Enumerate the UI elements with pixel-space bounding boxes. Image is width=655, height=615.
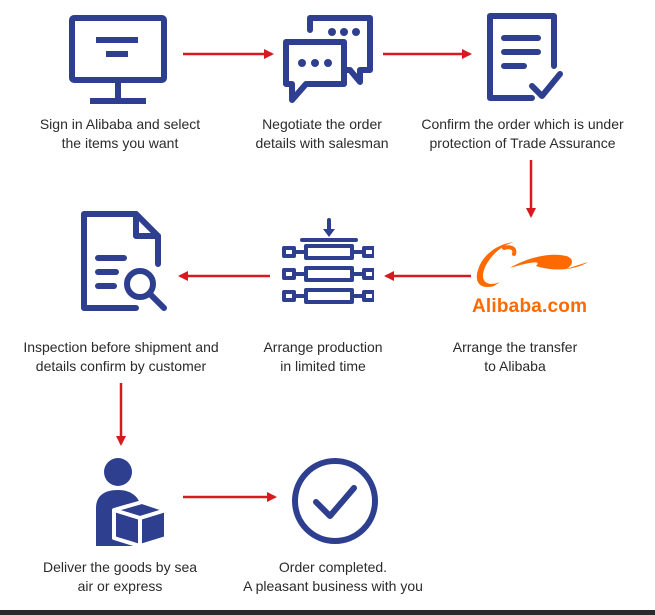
step-1-line-1: Sign in Alibaba and select [39, 116, 201, 132]
step-7-caption: Deliver the goods by sea air or express [25, 558, 215, 596]
alibaba-logo: Alibaba.com [470, 232, 600, 322]
step-5-line-1: Arrange production [263, 339, 383, 355]
alibaba-logo-text: Alibaba.com [472, 296, 588, 317]
step-2-caption: Negotiate the order details with salesma… [222, 115, 422, 153]
chat-bubbles-icon [283, 15, 373, 103]
production-line-icon [282, 218, 374, 304]
delivery-person-icon [96, 458, 168, 548]
monitor-icon [69, 15, 167, 104]
step-2-line-1: Negotiate the order [262, 116, 382, 132]
step-8-line-1: Order completed. [278, 559, 388, 575]
step-7-line-2: air or express [77, 578, 163, 594]
document-search-icon [81, 211, 167, 311]
step-6-line-2: details confirm by customer [35, 358, 207, 374]
document-check-icon [487, 13, 563, 101]
step-5-line-2: in limited time [280, 358, 366, 374]
step-6-line-1: Inspection before shipment and [23, 339, 219, 355]
step-1-line-2: the items you want [61, 135, 179, 151]
step-5-caption: Arrange production in limited time [233, 338, 413, 376]
alibaba-logo-mark [476, 242, 588, 288]
step-8-line-2: A pleasant business with you [243, 578, 423, 594]
step-8-caption: Order completed. A pleasant business wit… [228, 558, 438, 596]
step-6-caption: Inspection before shipment and details c… [2, 338, 240, 376]
check-circle-icon [292, 458, 378, 544]
step-2-line-2: details with salesman [255, 135, 389, 151]
step-3-line-1: Confirm the order which is under [421, 116, 624, 132]
step-3-line-2: protection of Trade Assurance [429, 135, 616, 151]
bottom-border [0, 610, 655, 615]
step-4-caption: Arrange the transfer to Alibaba [425, 338, 605, 376]
step-3-caption: Confirm the order which is under protect… [405, 115, 640, 153]
step-4-line-1: Arrange the transfer [452, 339, 578, 355]
step-7-line-1: Deliver the goods by sea [42, 559, 198, 575]
step-1-caption: Sign in Alibaba and select the items you… [20, 115, 220, 153]
step-4-line-2: to Alibaba [484, 358, 546, 374]
